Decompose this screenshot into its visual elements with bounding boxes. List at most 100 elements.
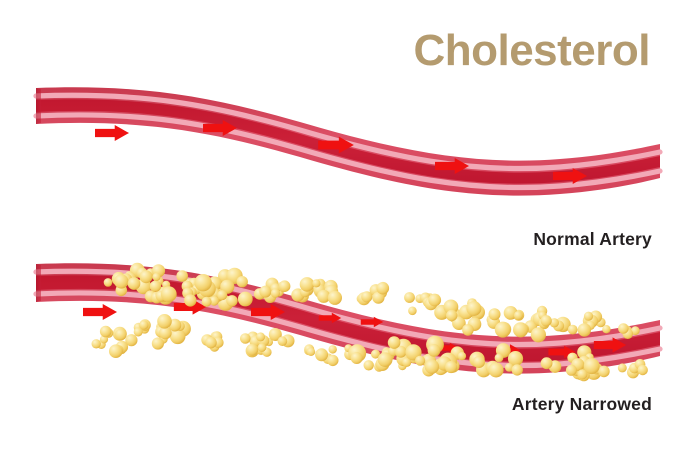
cholesterol-particle: [312, 279, 321, 288]
cholesterol-particle: [473, 356, 485, 368]
cholesterol-particle: [91, 339, 101, 349]
cholesterol-particle: [583, 358, 600, 375]
cholesterol-particle: [494, 321, 511, 338]
cholesterol-particle: [637, 364, 648, 376]
cholesterol-particle: [446, 309, 458, 322]
cholesterol-particle: [504, 363, 514, 372]
cholesterol-particle: [350, 352, 363, 364]
cholesterol-particle: [394, 345, 407, 358]
cholesterol-particle: [427, 344, 441, 357]
cholesterol-particle: [278, 280, 291, 293]
cholesterol-particle: [462, 324, 474, 336]
cholesterol-particle: [402, 357, 412, 367]
cholesterol-particle: [452, 316, 466, 331]
normal-lumen-fill: [36, 99, 660, 184]
cholesterol-particle: [201, 296, 212, 307]
normal-artery-intima-top: [33, 92, 663, 172]
cholesterol-particle: [361, 291, 373, 303]
normal-artery-label: Normal Artery: [533, 229, 652, 249]
cholesterol-particle: [567, 324, 578, 335]
cholesterol-particle: [488, 308, 501, 321]
cholesterol-particle: [530, 327, 547, 343]
blood-flow-arrow: [360, 316, 384, 328]
cholesterol-particle: [466, 301, 482, 316]
cholesterol-particle: [577, 369, 588, 380]
cholesterol-particle: [618, 323, 629, 334]
narrowed-artery-label: Artery Narrowed: [511, 394, 652, 414]
blood-flow-arrow: [318, 136, 354, 154]
cholesterol-particle: [159, 326, 172, 340]
cholesterol-particle: [139, 320, 149, 330]
cholesterol-particle: [306, 347, 316, 356]
cholesterol-particle: [149, 280, 162, 292]
cholesterol-particle: [133, 327, 143, 337]
cholesterol-particle: [299, 277, 315, 292]
cholesterol-particle: [157, 314, 172, 329]
cholesterol-particle: [602, 325, 611, 334]
cholesterol-particle: [376, 281, 390, 295]
cholesterol-particle: [315, 348, 329, 362]
cholesterol-particle: [494, 353, 504, 363]
cholesterol-particle: [205, 336, 217, 349]
normal-artery-group: [33, 87, 663, 196]
cholesterol-particle: [583, 311, 594, 321]
blood-flow-arrow: [95, 125, 129, 141]
cholesterol-particle: [114, 274, 129, 289]
cholesterol-particle: [617, 363, 627, 373]
cholesterol-particle: [209, 296, 219, 306]
cholesterol-particle: [372, 291, 385, 304]
narrowed-artery-group: [33, 262, 663, 382]
cholesterol-particle: [127, 277, 141, 290]
cholesterol-particle: [220, 279, 235, 294]
cholesterol-particle: [139, 270, 153, 284]
cholesterol-particle: [513, 322, 529, 338]
cholesterol-particle: [445, 360, 458, 374]
cholesterol-particle: [549, 318, 559, 328]
blood-flow-arrow: [83, 304, 117, 320]
cholesterol-particle: [457, 351, 467, 361]
cholesterol-particle: [257, 343, 267, 352]
cholesterol-particle: [194, 274, 212, 292]
cholesterol-particle: [630, 326, 640, 336]
cholesterol-particle: [277, 336, 288, 347]
cholesterol-particle: [237, 291, 253, 307]
cholesterol-particle: [598, 365, 610, 378]
blood-flow-arrow: [553, 168, 587, 184]
cholesterol-particle: [317, 289, 331, 303]
cholesterol-particle: [363, 360, 374, 371]
blood-flow-arrow: [251, 304, 285, 320]
cholesterol-particle: [270, 288, 280, 298]
cholesterol-particle: [259, 285, 272, 298]
normal-artery-left-cap: [36, 88, 41, 124]
normal-flow-arrows: [95, 120, 587, 184]
page-title: Cholesterol: [413, 26, 650, 75]
cholesterol-particle: [511, 364, 523, 376]
cholesterol-particle: [428, 293, 442, 307]
cholesterol-particle: [99, 335, 109, 344]
cholesterol-particle: [408, 306, 417, 316]
cholesterol-plaque-deposits: [91, 262, 648, 382]
cholesterol-particle: [513, 310, 523, 320]
cholesterol-particle: [415, 355, 426, 366]
narrowed-artery-left-cap: [36, 264, 41, 302]
cholesterol-particle: [169, 328, 186, 345]
cholesterol-particle: [387, 336, 401, 349]
cholesterol-particle: [488, 362, 504, 378]
cholesterol-particle: [540, 315, 552, 327]
normal-artery-intima-bottom: [33, 112, 663, 191]
cholesterol-particle: [115, 328, 127, 341]
cholesterol-particle: [226, 295, 238, 307]
cholesterol-particle: [328, 345, 337, 354]
cholesterol-particle: [327, 354, 339, 367]
cholesterol-particle: [377, 352, 393, 367]
cholesterol-particle: [327, 290, 342, 305]
blood-flow-arrow: [173, 299, 207, 315]
cholesterol-particle: [565, 364, 577, 376]
cholesterol-particle: [371, 349, 380, 359]
cholesterol-particle: [160, 286, 177, 303]
cholesterol-particle: [240, 333, 251, 344]
cholesterol-particle: [236, 276, 248, 288]
blood-flow-arrow: [435, 158, 469, 174]
